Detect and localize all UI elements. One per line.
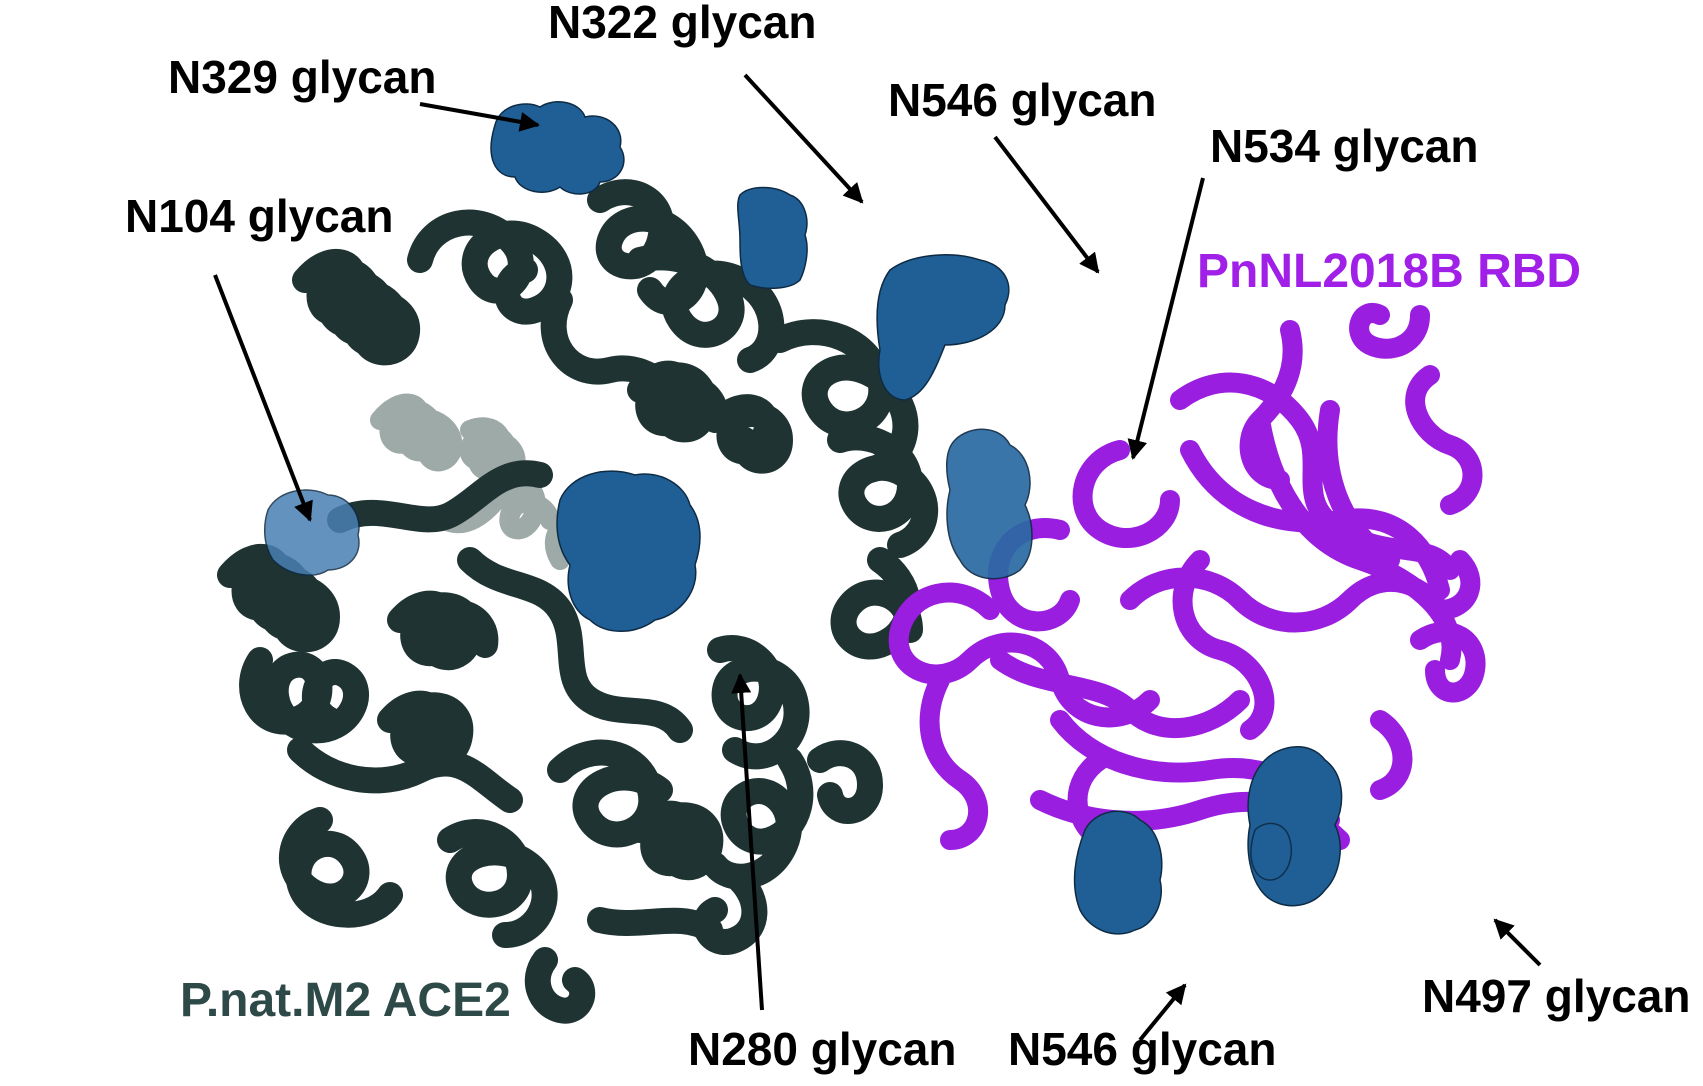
- glycan-n534-blob: [945, 428, 1033, 580]
- arrow-n497: [1493, 918, 1542, 967]
- label-n280-glycan: N280 glycan: [688, 1023, 956, 1075]
- annotation-arrows: [213, 73, 1542, 1042]
- arrow-n546-top: [993, 135, 1100, 274]
- label-n534-glycan: N534 glycan: [1210, 120, 1478, 172]
- label-n322-glycan: N322 glycan: [548, 0, 816, 48]
- label-n329-glycan: N329 glycan: [168, 51, 436, 103]
- label-n546-bottom-glycan: N546 glycan: [1008, 1023, 1276, 1075]
- ace2-structure: [217, 179, 939, 1024]
- arrow-n322: [743, 73, 864, 204]
- label-n104-glycan: N104 glycan: [125, 190, 393, 242]
- glycan-n280-blob: [556, 470, 701, 632]
- glycan-n546-top-blob: [876, 254, 1010, 401]
- label-rbd: PnNL2018B RBD: [1197, 245, 1581, 298]
- ace2-chain: [217, 179, 939, 1024]
- label-n497-glycan: N497 glycan: [1422, 970, 1690, 1022]
- annotation-labels: N322 glycan N329 glycan N546 glycan N534…: [125, 0, 1690, 1075]
- arrow-n104: [213, 274, 313, 522]
- arrow-n534: [1127, 177, 1205, 460]
- arrow-n546-bottom: [1138, 983, 1187, 1042]
- glycan-extra-blob: [1250, 822, 1292, 881]
- glycans: [263, 101, 1343, 935]
- arrow-n280: [731, 673, 764, 1011]
- label-n546-top-glycan: N546 glycan: [888, 74, 1156, 126]
- glycan-n104-blob: [263, 489, 360, 576]
- glycan-n322-blob: [737, 186, 808, 290]
- glycan-n329-blob: [490, 101, 625, 195]
- glycan-n546-bottom-blob: [1073, 810, 1163, 935]
- label-ace2: P.nat.M2 ACE2: [180, 974, 511, 1027]
- arrow-n329: [419, 102, 540, 132]
